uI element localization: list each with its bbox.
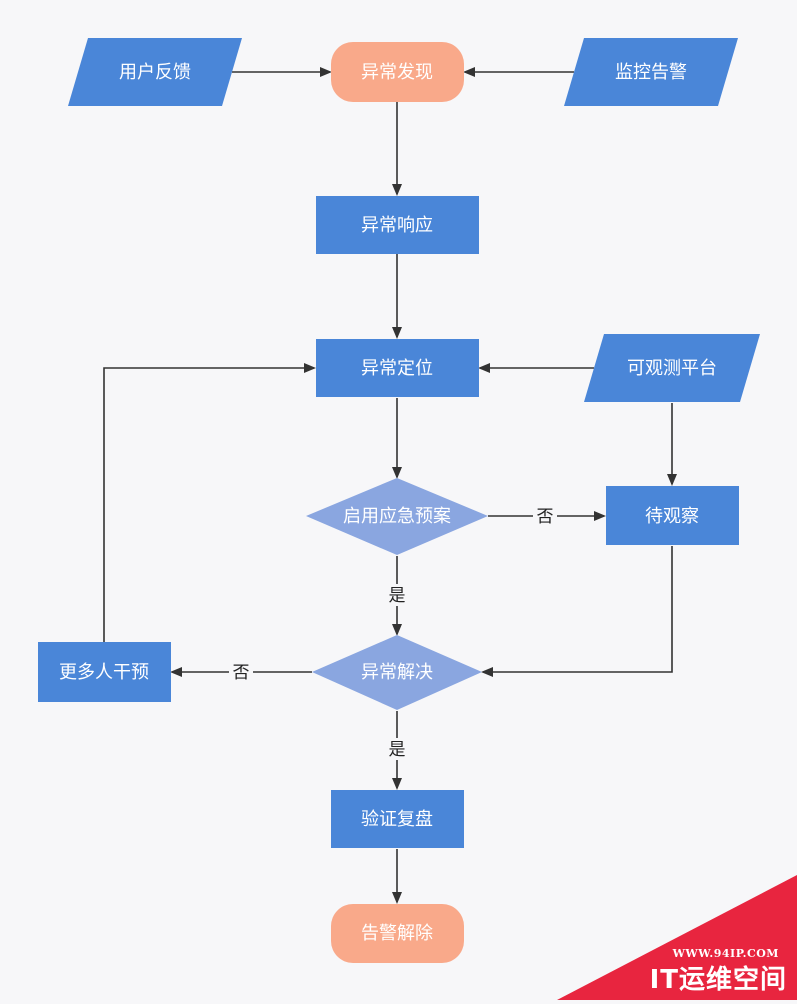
enable-plan-label: 启用应急预案: [343, 506, 451, 527]
node-observability-platform: 可观测平台: [584, 334, 760, 402]
node-anomaly-found: 异常发现: [331, 42, 464, 102]
edge-label-plan-no: 否: [537, 507, 554, 527]
anomaly-locate-shape: [316, 339, 479, 397]
node-wait-observe: 待观察: [606, 486, 739, 545]
user-feedback-shape: [68, 38, 242, 106]
wait-observe-shape: [606, 486, 739, 545]
verify-review-label: 验证复盘: [361, 809, 433, 830]
verify-review-shape: [331, 790, 464, 848]
node-anomaly-response: 异常响应: [316, 196, 479, 254]
anomaly-locate-label: 异常定位: [361, 358, 433, 379]
anomaly-found-label: 异常发现: [361, 62, 433, 83]
edge-label-resolved-no: 否: [233, 663, 250, 683]
monitor-alert-shape: [564, 38, 738, 106]
observability-platform-label: 可观测平台: [627, 358, 717, 379]
enable-plan-shape: [306, 478, 488, 555]
anomaly-found-shape: [331, 42, 464, 102]
edge-labels: 否 是 否 是: [229, 505, 557, 760]
observability-platform-shape: [584, 334, 760, 402]
edge-intervention-to-locate: [103, 363, 316, 642]
node-anomaly-resolved: 异常解决: [312, 635, 482, 710]
node-enable-plan: 启用应急预案: [306, 478, 488, 555]
anomaly-resolved-shape: [312, 635, 482, 710]
node-monitor-alert: 监控告警: [564, 38, 738, 106]
node-anomaly-locate: 异常定位: [316, 339, 479, 397]
edge-wait-to-resolved: [481, 546, 673, 677]
node-more-intervention: 更多人干预: [38, 642, 171, 702]
anomaly-resolved-label: 异常解决: [361, 662, 433, 683]
more-intervention-shape: [38, 642, 171, 702]
node-verify-review: 验证复盘: [331, 790, 464, 848]
monitor-alert-label: 监控告警: [615, 62, 687, 83]
alert-cleared-shape: [331, 904, 464, 963]
wait-observe-label: 待观察: [645, 506, 699, 527]
alert-cleared-label: 告警解除: [361, 923, 433, 944]
node-alert-cleared: 告警解除: [331, 904, 464, 963]
anomaly-response-shape: [316, 196, 479, 254]
more-intervention-label: 更多人干预: [59, 662, 149, 683]
user-feedback-label: 用户反馈: [119, 62, 191, 83]
anomaly-response-label: 异常响应: [361, 215, 433, 236]
edge-label-resolved-yes: 是: [389, 740, 406, 760]
edge-label-plan-yes: 是: [389, 586, 406, 606]
node-user-feedback: 用户反馈: [68, 38, 242, 106]
